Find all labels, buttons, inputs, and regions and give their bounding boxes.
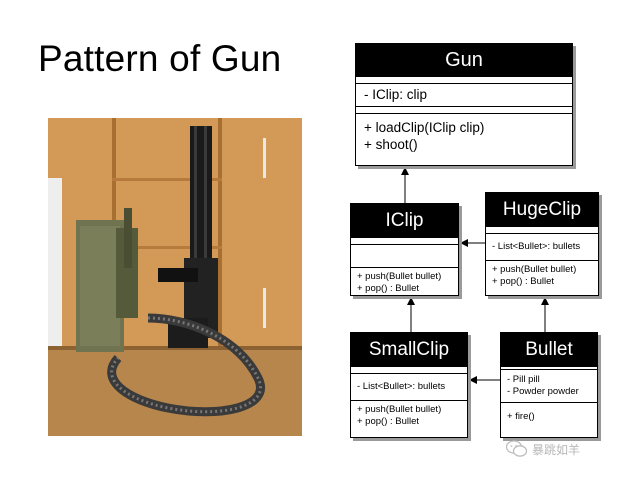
class-bullet-attributes: - Pill pill - Powder powder <box>501 369 597 403</box>
class-gun-op: + shoot() <box>364 137 418 152</box>
watermark-text: 暴跳如羊 <box>532 442 581 457</box>
class-hugeclip-operations: + push(Bullet bullet) + pop() : Bullet <box>486 261 598 288</box>
class-iclip-name: IClip <box>351 204 458 238</box>
class-iclip-op: + push(Bullet bullet) <box>357 271 442 282</box>
class-hugeclip: HugeClip - List<Bullet>: bullets + push(… <box>485 192 599 296</box>
watermark: 暴跳如羊 <box>506 440 580 458</box>
class-smallclip-op: + push(Bullet bullet) <box>357 404 442 415</box>
class-iclip-operations: + push(Bullet bullet) + pop() : Bullet <box>351 268 458 295</box>
class-smallclip-attr: - List<Bullet>: bullets <box>357 381 446 392</box>
class-smallclip-operations: + push(Bullet bullet) + pop() : Bullet <box>351 401 467 428</box>
class-hugeclip-attributes: - List<Bullet>: bullets <box>486 233 598 261</box>
class-iclip-attributes <box>351 244 458 268</box>
gun-photo <box>48 118 302 436</box>
class-iclip: IClip + push(Bullet bullet) + pop() : Bu… <box>350 203 459 296</box>
class-bullet-op: + fire() <box>507 411 535 422</box>
class-hugeclip-op: + pop() : Bullet <box>492 276 555 287</box>
wechat-icon <box>506 440 528 457</box>
class-gun-op: + loadClip(IClip clip) <box>364 120 485 135</box>
class-iclip-op: + pop() : Bullet <box>357 283 420 294</box>
class-gun-attributes: - IClip: clip <box>356 83 572 107</box>
class-hugeclip-op: + push(Bullet bullet) <box>492 264 577 275</box>
class-smallclip-op: + pop() : Bullet <box>357 416 420 427</box>
class-hugeclip-name: HugeClip <box>486 193 598 227</box>
class-bullet: Bullet - Pill pill - Powder powder + fir… <box>500 332 598 438</box>
class-smallclip-attributes: - List<Bullet>: bullets <box>351 373 467 401</box>
class-smallclip-name: SmallClip <box>351 333 467 367</box>
class-gun: Gun - IClip: clip + loadClip(IClip clip)… <box>355 43 573 166</box>
class-smallclip: SmallClip - List<Bullet>: bullets + push… <box>350 332 468 438</box>
slide-title: Pattern of Gun <box>38 38 282 79</box>
class-bullet-operations: + fire() <box>501 403 597 423</box>
class-bullet-attr: - Powder powder <box>507 386 579 397</box>
class-hugeclip-attr: - List<Bullet>: bullets <box>492 241 581 252</box>
class-bullet-attr: - Pill pill <box>507 374 540 385</box>
class-gun-attr: - IClip: clip <box>364 87 428 102</box>
class-bullet-name: Bullet <box>501 333 597 367</box>
class-gun-operations: + loadClip(IClip clip) + shoot() <box>356 113 572 153</box>
class-gun-name: Gun <box>356 44 572 77</box>
